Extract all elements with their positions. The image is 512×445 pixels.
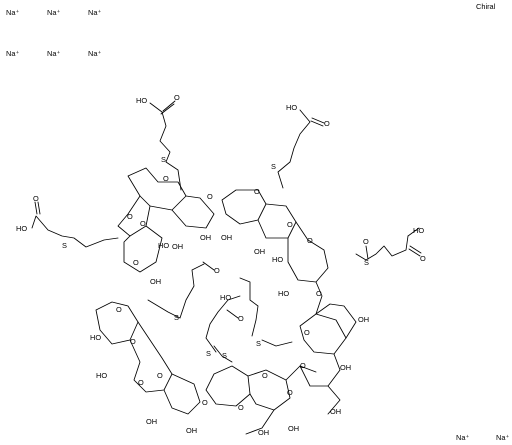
ring-hydroxyl-group: HO OH OH OH OH OH HO HO HO HO OH OH OH O… xyxy=(90,233,369,437)
sodium-ion: Na⁺ xyxy=(47,49,60,58)
hydroxyl-label: OH xyxy=(172,242,183,251)
hydroxyl-label: HO xyxy=(278,289,289,298)
sulfur-label: S xyxy=(271,162,276,171)
carbonyl-oxygen-label: O xyxy=(420,254,426,263)
hydroxyl-label: HO xyxy=(96,371,107,380)
sodium-ion: Na⁺ xyxy=(496,433,509,442)
carbonyl-oxygen-label: O xyxy=(33,194,39,203)
hydroxyl-label: OH xyxy=(186,426,197,435)
carbonyl-oxygen-label: O xyxy=(214,266,220,275)
ring-oxygen-label: O xyxy=(300,361,306,370)
ring-oxygen-label: O xyxy=(157,371,163,380)
ring-oxygen-label: O xyxy=(307,236,313,245)
carbonyl-oxygen-label: O xyxy=(324,119,330,128)
chirality-label: Chiral xyxy=(476,2,496,11)
ring-oxygen-label: O xyxy=(262,371,268,380)
sulfur-label: S xyxy=(222,351,227,360)
hydroxyl-label: OH xyxy=(254,247,265,256)
ring-oxygen-label: O xyxy=(287,388,293,397)
sulfur-label: S xyxy=(364,258,369,267)
hydroxyl-label: HO xyxy=(158,241,169,250)
sodium-ion: Na⁺ xyxy=(88,49,101,58)
counter-ion-group: Na⁺ Na⁺ Na⁺ Na⁺ Na⁺ Na⁺ Na⁺ Na⁺ xyxy=(6,8,509,442)
hydroxyl-label: OH xyxy=(146,417,157,426)
acid-hydroxyl-group: HO HO HO HO HO xyxy=(16,96,424,302)
carbonyl-oxygen-label: O xyxy=(174,93,180,102)
acid-hydroxyl-label: HO xyxy=(413,226,424,235)
sulfur-label: S xyxy=(62,241,67,250)
ring-oxygen-label: O xyxy=(130,337,136,346)
hydroxyl-label: OH xyxy=(200,233,211,242)
carbonyl-oxygen-label: O xyxy=(363,237,369,246)
ring-oxygen-label: O xyxy=(127,212,133,221)
sodium-ion: Na⁺ xyxy=(47,8,60,17)
hydroxyl-label: OH xyxy=(258,428,269,437)
ring-oxygen-label: O xyxy=(202,398,208,407)
acid-hydroxyl-label: HO xyxy=(220,293,231,302)
acid-hydroxyl-label: HO xyxy=(16,224,27,233)
sodium-ion: Na⁺ xyxy=(456,433,469,442)
hydroxyl-label: OH xyxy=(150,277,161,286)
hydroxyl-label: OH xyxy=(288,424,299,433)
sulfur-label: S xyxy=(206,349,211,358)
sulfur-label: S xyxy=(161,155,166,164)
sodium-ion: Na⁺ xyxy=(88,8,101,17)
ring-oxygen-label: O xyxy=(140,219,146,228)
sodium-ion: Na⁺ xyxy=(6,49,19,58)
acid-hydroxyl-label: HO xyxy=(136,96,147,105)
ring-oxygen-label: O xyxy=(254,187,260,196)
ring-oxygen-group: O O O O O O O O O O O O O O O O O O O xyxy=(116,174,322,412)
sulfur-label: S xyxy=(174,313,179,322)
acid-hydroxyl-label: HO xyxy=(286,103,297,112)
ring-oxygen-label: O xyxy=(287,220,293,229)
carbonyl-oxygen-label: O xyxy=(238,314,244,323)
ring-oxygen-label: O xyxy=(116,305,122,314)
hydroxyl-label: OH xyxy=(221,233,232,242)
carbonyl-oxygen-group: O O O O O O O xyxy=(33,93,426,323)
ring-oxygen-label: O xyxy=(163,174,169,183)
hydroxyl-label: OH xyxy=(340,363,351,372)
sodium-ion: Na⁺ xyxy=(6,8,19,17)
ring-oxygen-label: O xyxy=(207,192,213,201)
ring-oxygen-label: O xyxy=(304,328,310,337)
ring-oxygen-label: O xyxy=(133,258,139,267)
hydroxyl-label: HO xyxy=(272,255,283,264)
ring-oxygen-label: O xyxy=(238,403,244,412)
bond-skeleton xyxy=(31,100,422,435)
hydroxyl-label: OH xyxy=(358,315,369,324)
sulfur-label: S xyxy=(256,339,261,348)
ring-oxygen-label: O xyxy=(316,289,322,298)
ring-oxygen-label: O xyxy=(138,378,144,387)
hydroxyl-label: OH xyxy=(330,407,341,416)
hydroxyl-label: HO xyxy=(90,333,101,342)
sulfur-group: S S S S S S S S xyxy=(62,155,369,360)
